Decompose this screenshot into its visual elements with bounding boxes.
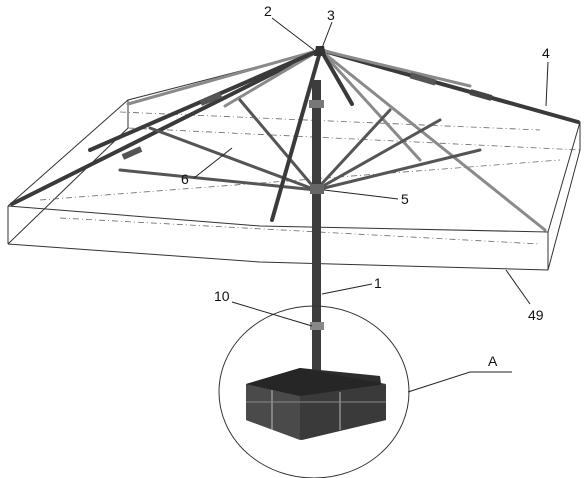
leader-5 — [323, 189, 399, 200]
canopy-right-bottom-edge — [547, 149, 581, 271]
strut-1 — [148, 126, 318, 192]
pole-collar-upper — [309, 100, 324, 108]
pole-shaft — [312, 80, 321, 380]
label-6: 6 — [181, 171, 189, 187]
label-1: 1 — [374, 275, 382, 291]
leader-4 — [545, 61, 549, 107]
strut-4 — [314, 148, 482, 192]
leader-6 — [193, 147, 233, 179]
rib-right-inner — [318, 48, 422, 162]
rib-mid-right — [318, 48, 472, 88]
leader-lines — [193, 17, 549, 393]
canopy-front-bottom-edge — [7, 243, 549, 271]
strut-6 — [314, 108, 392, 192]
runner-5 — [310, 184, 324, 194]
leader-1 — [321, 283, 373, 295]
label-3: 3 — [327, 7, 335, 23]
label-4: 4 — [542, 45, 550, 61]
canopy-dash-2 — [39, 159, 561, 201]
rib-back-left — [126, 48, 322, 106]
leader-49 — [505, 269, 531, 305]
label-a: A — [488, 353, 498, 369]
rib-front-left — [10, 48, 322, 206]
base-weights — [246, 368, 386, 440]
leader-3 — [321, 21, 333, 49]
rib-back-right — [318, 48, 580, 124]
strut-5 — [238, 98, 318, 192]
canopy-frame — [7, 49, 581, 271]
rib-mid-left — [223, 48, 322, 108]
canopy-dash-1 — [127, 127, 581, 151]
label-2: 2 — [264, 3, 272, 19]
base-left-face — [246, 384, 300, 440]
reference-labels: 2 3 4 5 6 1 10 49 A — [181, 3, 550, 369]
canopy-left-bottom-edge — [7, 127, 129, 245]
rib-sleeve-4 — [121, 146, 143, 160]
leader-2 — [271, 17, 315, 51]
rib-sleeve-1 — [199, 92, 223, 106]
label-10: 10 — [214, 288, 230, 304]
canopy-front-top-edge — [7, 205, 549, 233]
label-5: 5 — [401, 191, 409, 207]
hub-top — [314, 46, 326, 56]
rib-sleeve-3 — [469, 89, 493, 101]
canopy-dash-4 — [59, 217, 541, 245]
label-49: 49 — [528, 307, 544, 323]
strut-3 — [314, 118, 442, 192]
canopy-dash-3 — [119, 111, 541, 131]
base-right-face — [300, 384, 386, 440]
base-top-face — [246, 368, 386, 396]
top-ribs — [10, 48, 580, 232]
pole — [309, 46, 326, 380]
rib-sleeve-2 — [409, 72, 437, 86]
rib-front-right — [318, 48, 547, 232]
pole-fitting-10 — [310, 322, 324, 330]
hub-arm — [320, 50, 354, 106]
leader-a — [407, 371, 512, 393]
leader-10 — [231, 301, 313, 327]
